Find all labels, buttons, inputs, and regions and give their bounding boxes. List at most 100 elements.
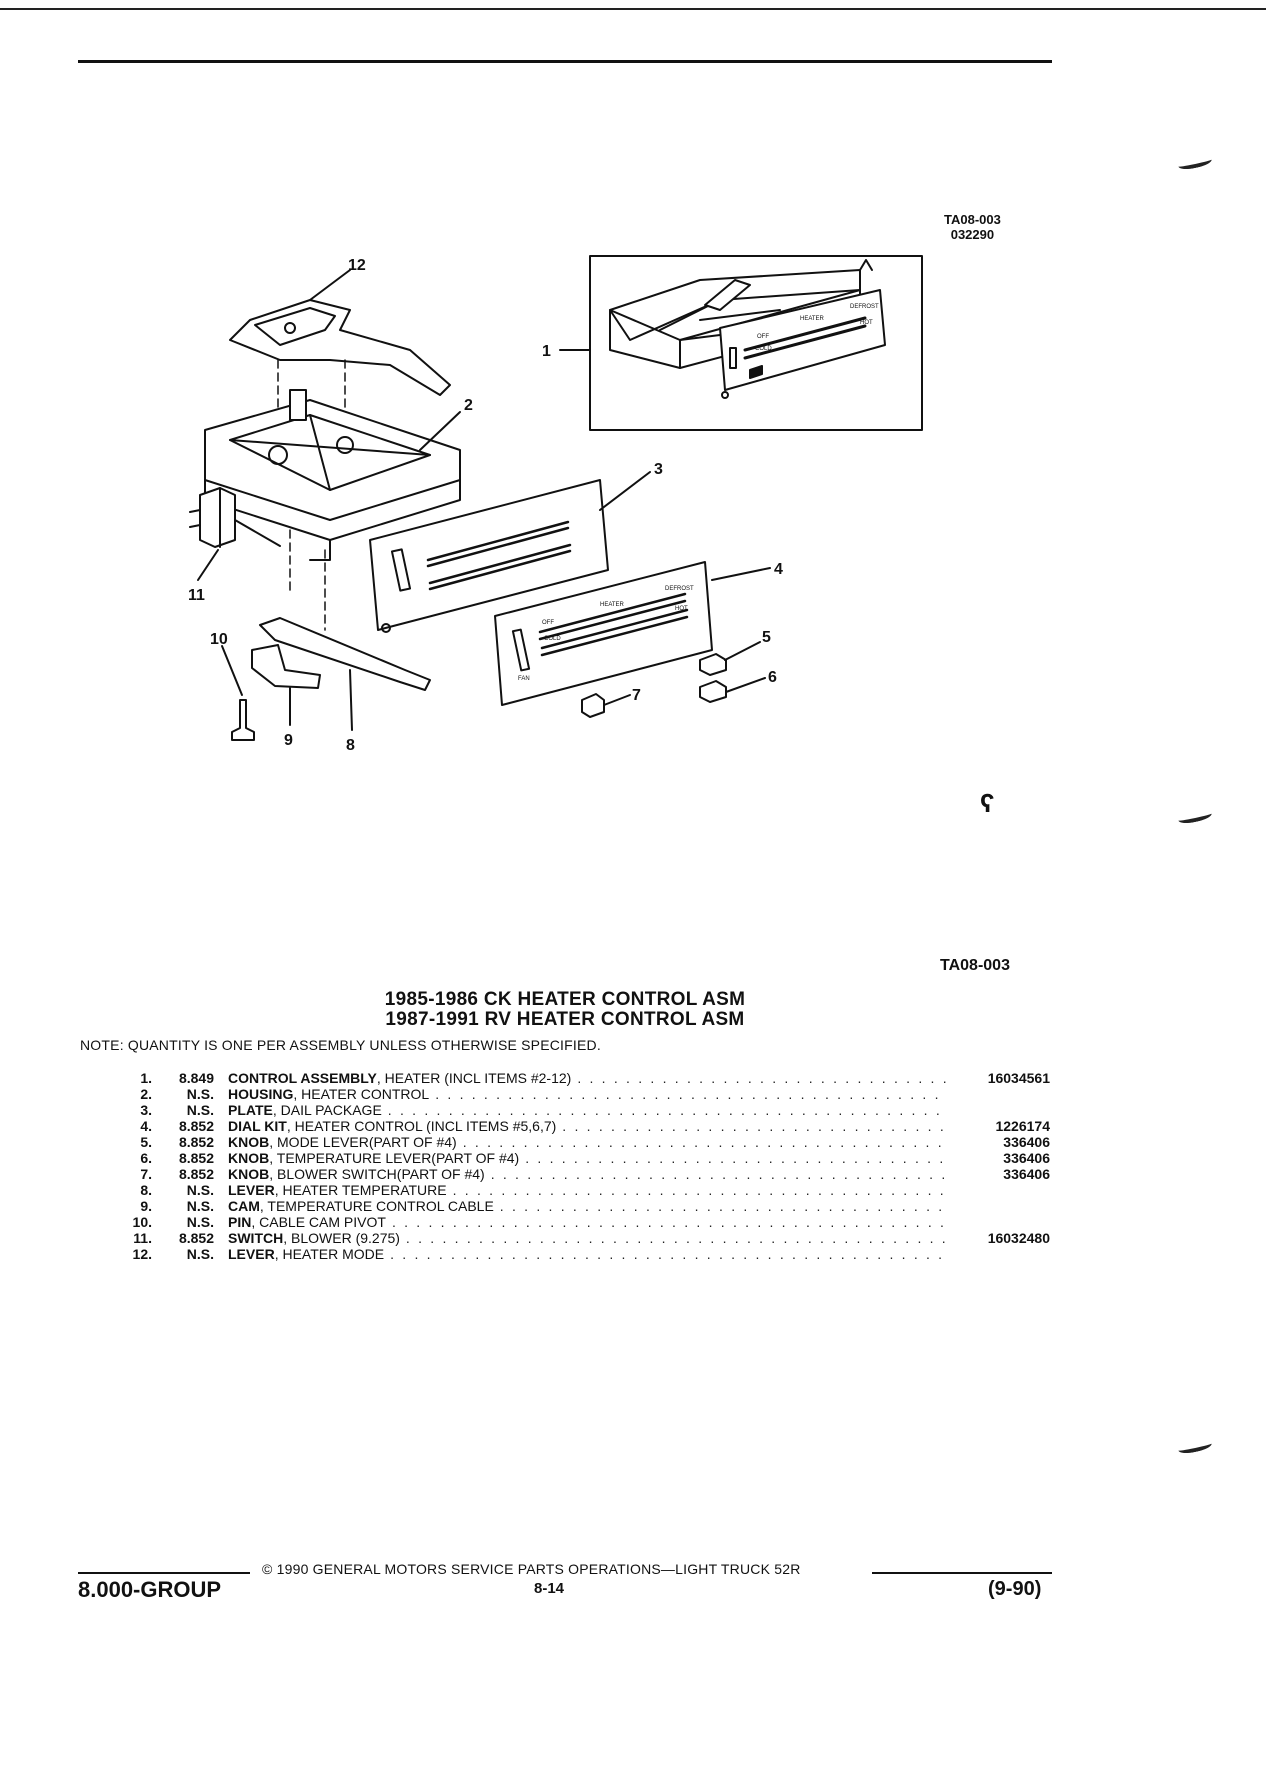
callout-2: 2 bbox=[464, 397, 473, 414]
group-code: N.S. bbox=[186, 1246, 214, 1262]
page-number: 8-14 bbox=[534, 1580, 565, 1597]
knob-blower bbox=[581, 693, 605, 718]
part-name: LEVER bbox=[228, 1246, 275, 1262]
dial-defrost-label: DEFROST bbox=[665, 586, 694, 592]
page-tick-mark bbox=[1177, 808, 1213, 826]
part-description: , TEMPERATURE CONTROL CABLE bbox=[259, 1198, 494, 1214]
callout-6: 6 bbox=[768, 669, 777, 686]
part-name: KNOB bbox=[228, 1166, 270, 1182]
part-description: , HEATER CONTROL bbox=[293, 1086, 430, 1102]
title-line-1: 1985-1986 CK HEATER CONTROL ASM bbox=[384, 989, 746, 1010]
inset-defrost-label: DEFROST bbox=[850, 304, 879, 310]
part-description: , MODE LEVER(PART OF #4) bbox=[269, 1134, 457, 1150]
inset-off-label: OFF bbox=[757, 334, 769, 340]
exploded-parts-diagram: OFF HEATER DEFROST HOT COLD 1 12 bbox=[160, 250, 1080, 840]
callout-10: 10 bbox=[210, 631, 228, 648]
part-name: KNOB bbox=[228, 1150, 270, 1166]
corner-symbol: ʕ bbox=[980, 788, 995, 818]
heater-temperature-lever bbox=[259, 617, 431, 691]
group-code: N.S. bbox=[186, 1102, 214, 1118]
part-name: LEVER bbox=[228, 1182, 275, 1198]
page-tick-mark bbox=[1177, 154, 1213, 172]
leader-dots: . . . . . . . . . . . . . . . . . . . . … bbox=[405, 1230, 948, 1246]
inset-hot-label: HOT bbox=[860, 320, 873, 326]
group-code: N.S. bbox=[186, 1198, 214, 1214]
item-number: 1. bbox=[140, 1070, 152, 1086]
parts-row: 8.N.S.LEVER, HEATER TEMPERATURE . . . . … bbox=[120, 1182, 1050, 1198]
callout-4: 4 bbox=[774, 561, 783, 578]
group-code: N.S. bbox=[186, 1214, 214, 1230]
group-code: 8.852 bbox=[178, 1134, 214, 1150]
inset-heater-label: HEATER bbox=[800, 316, 825, 322]
parts-row: 3.N.S.PLATE, DAIL PACKAGE . . . . . . . … bbox=[120, 1102, 1050, 1118]
dial-off-label: OFF bbox=[542, 620, 554, 626]
leader-6 bbox=[725, 677, 766, 693]
page-titles: 1985-1986 CK HEATER CONTROL ASM 1987-199… bbox=[0, 990, 1130, 1030]
figure-code-top: TA08-003 bbox=[944, 212, 1001, 227]
part-number: 336406 bbox=[1003, 1166, 1050, 1182]
leader-8 bbox=[349, 669, 353, 731]
group-code: N.S. bbox=[186, 1086, 214, 1102]
quantity-note: NOTE: QUANTITY IS ONE PER ASSEMBLY UNLES… bbox=[80, 1037, 601, 1053]
leader-5 bbox=[724, 641, 761, 661]
leader-dots: . . . . . . . . . . . . . . . . . . . . … bbox=[452, 1182, 948, 1198]
part-name: SWITCH bbox=[228, 1230, 284, 1246]
item-number: 4. bbox=[140, 1118, 152, 1134]
part-description: , BLOWER (9.275) bbox=[283, 1230, 400, 1246]
item-number: 6. bbox=[140, 1150, 152, 1166]
part-description: , TEMPERATURE LEVER(PART OF #4) bbox=[269, 1150, 520, 1166]
part-name: CONTROL ASSEMBLY bbox=[228, 1070, 377, 1086]
parts-row: 11. 8.852 SWITCH, BLOWER (9.275) . . . . .… bbox=[120, 1230, 1050, 1246]
callout-5: 5 bbox=[762, 629, 771, 646]
part-description: , HEATER (INCL ITEMS #2-12) bbox=[376, 1070, 572, 1086]
part-number: 16032480 bbox=[987, 1230, 1050, 1246]
dial-heater-label: HEATER bbox=[600, 602, 625, 608]
inset-assembly: OFF HEATER DEFROST HOT COLD bbox=[589, 255, 923, 431]
group-code: 8.852 bbox=[178, 1166, 214, 1182]
item-number: 12. bbox=[132, 1246, 152, 1262]
leader-3 bbox=[599, 471, 651, 511]
leader-11 bbox=[197, 549, 219, 581]
copyright-notice: © 1990 GENERAL MOTORS SERVICE PARTS OPER… bbox=[262, 1561, 801, 1577]
part-name: KNOB bbox=[228, 1134, 270, 1150]
parts-row: 2.N.S.HOUSING, HEATER CONTROL . . . . . … bbox=[120, 1086, 1050, 1102]
callout-3: 3 bbox=[654, 461, 663, 478]
blower-switch bbox=[189, 487, 281, 548]
leader-4 bbox=[711, 567, 771, 581]
callout-11: 11 bbox=[188, 587, 205, 604]
leader-dots: . . . . . . . . . . . . . . . . . . . . … bbox=[577, 1070, 948, 1086]
dial-kit-face: OFF HEATER DEFROST HOT COLD FAN bbox=[494, 561, 713, 706]
leader-dots: . . . . . . . . . . . . . . . . . . . . … bbox=[562, 1118, 948, 1134]
heater-control-housing bbox=[204, 389, 461, 561]
page-tick-mark bbox=[1177, 1438, 1213, 1456]
leader-dots: . . . . . . . . . . . . . . . . . . . . … bbox=[435, 1086, 948, 1102]
part-name: PLATE bbox=[228, 1102, 273, 1118]
part-description: , HEATER MODE bbox=[274, 1246, 385, 1262]
dial-cold-label: COLD bbox=[544, 636, 561, 642]
group-code: N.S. bbox=[186, 1182, 214, 1198]
page-top-edge bbox=[0, 8, 1266, 10]
figure-date-code: 032290 bbox=[950, 227, 995, 242]
knob-mode bbox=[699, 653, 727, 676]
item-number: 7. bbox=[140, 1166, 152, 1182]
parts-row: 4. 8.852 DIAL KIT, HEATER CONTROL (INCL IT… bbox=[120, 1118, 1050, 1134]
part-description: , CABLE CAM PIVOT bbox=[251, 1214, 386, 1230]
part-number: 336406 bbox=[1003, 1150, 1050, 1166]
leader-7 bbox=[603, 694, 631, 706]
leader-12 bbox=[309, 269, 351, 301]
leader-2 bbox=[419, 411, 461, 451]
temperature-control-cable-cam bbox=[251, 644, 321, 689]
group-code: 8.852 bbox=[178, 1230, 214, 1246]
leader-dots: . . . . . . . . . . . . . . . . . . . . … bbox=[525, 1150, 948, 1166]
alignment-lines bbox=[277, 359, 346, 631]
group-code: 8.852 bbox=[178, 1118, 214, 1134]
item-number: 2. bbox=[140, 1086, 152, 1102]
item-number: 11. bbox=[133, 1230, 152, 1246]
title-line-2: 1987-1991 RV HEATER CONTROL ASM bbox=[385, 1009, 745, 1030]
item-number: 9. bbox=[140, 1198, 152, 1214]
part-name: DIAL KIT bbox=[228, 1118, 287, 1134]
part-description: , HEATER CONTROL (INCL ITEMS #5,6,7) bbox=[286, 1118, 557, 1134]
item-number: 5. bbox=[140, 1134, 152, 1150]
knob-temperature bbox=[699, 680, 727, 703]
